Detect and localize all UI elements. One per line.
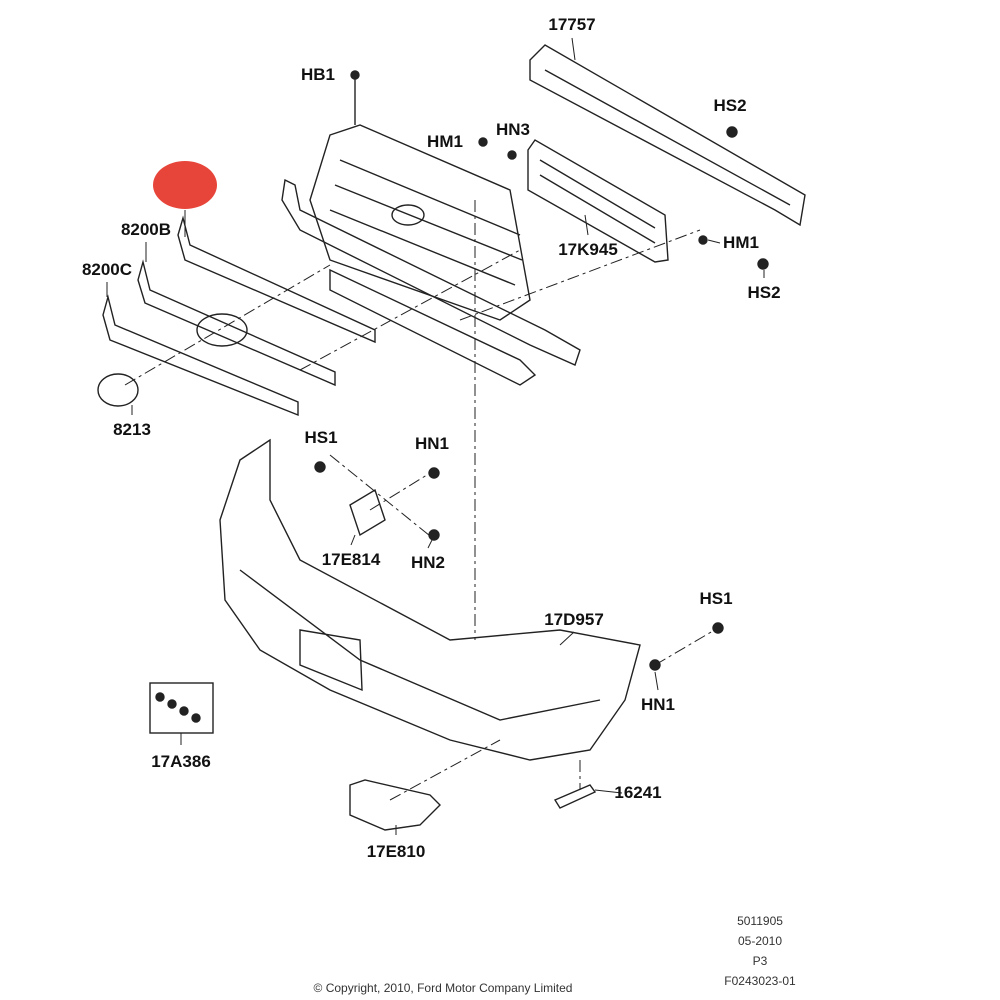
callout-hs2-top: HS2: [713, 96, 747, 115]
diagram-date: 05-2010: [737, 934, 783, 948]
leader-lines: [106, 37, 765, 835]
highlight-marker: [153, 161, 217, 209]
callout-17d957: 17D957: [544, 610, 604, 629]
callout-17k945: 17K945: [558, 240, 618, 259]
callout-hm1-top: HM1: [427, 132, 463, 151]
part-grille-bottom-strip: [329, 268, 537, 386]
part-grille-emblem: [391, 204, 425, 226]
callout-17e810: 17E810: [366, 842, 426, 861]
callout-hs1-left: HS1: [304, 428, 338, 447]
callout-hn2: HN2: [410, 553, 446, 572]
part-17e810-bezel: [349, 779, 441, 831]
part-17k945-grille: [527, 139, 669, 263]
callout-17e814: 17E814: [321, 550, 381, 569]
diagram-ref: F0243023-01: [724, 974, 796, 988]
part-8213-emblem: [97, 373, 139, 407]
callout-17a386: 17A386: [151, 752, 211, 771]
callout-hn3: HN3: [495, 120, 531, 139]
part-17d957-bumper: [219, 438, 641, 761]
callout-hn1-right: HN1: [640, 695, 676, 714]
fastener-icons: [314, 70, 769, 671]
callout-16241: 16241: [614, 783, 662, 802]
part-16241: [553, 784, 597, 809]
callout-hm1-right: HM1: [723, 233, 759, 252]
diagram-page: P3: [752, 954, 768, 968]
callout-hs2-right: HS2: [747, 283, 781, 302]
fastener-kit-icons: [155, 692, 201, 723]
callout-17757: 17757: [548, 15, 596, 34]
part-8200-top-strip: [177, 215, 376, 344]
part-8200c-strip: [102, 294, 299, 417]
part-grille-assembly: [309, 124, 531, 321]
callout-hs1-right: HS1: [699, 589, 733, 608]
callout-hb1: HB1: [300, 65, 336, 84]
dashed-guide-lines: [124, 200, 719, 801]
part-grille-lower-bar: [281, 178, 581, 366]
copyright: © Copyright, 2010, Ford Motor Company Li…: [313, 981, 573, 995]
callout-8200b: 8200B: [120, 220, 172, 239]
part-8200b-emblem: [196, 313, 248, 347]
diagram-number: 5011905: [737, 914, 783, 928]
callout-8213: 8213: [113, 420, 151, 439]
callout-hn1-center: HN1: [414, 434, 450, 453]
part-8200b-strip: [137, 259, 336, 387]
part-17757-reinforcement: [529, 44, 806, 227]
callout-8200c: 8200C: [81, 260, 133, 279]
part-17e814-bracket: [349, 488, 386, 537]
